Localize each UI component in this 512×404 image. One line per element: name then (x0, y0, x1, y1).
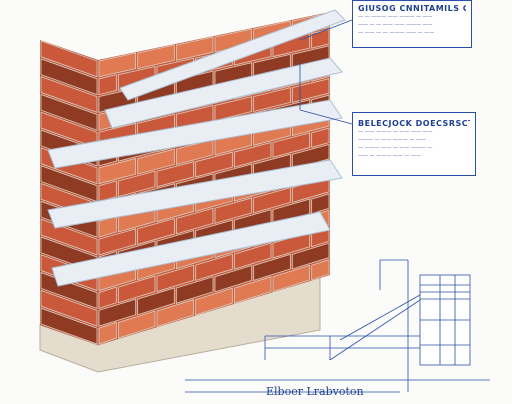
annotation-callout-middle: BELECJOCK DOECSRSCTESH — —— ——— — —— —— … (352, 112, 476, 176)
brick-side (40, 40, 98, 78)
membrane-layer-4 (47, 159, 343, 229)
callout-line: — — ——— —— ——— — —— (358, 14, 433, 20)
brick (214, 265, 253, 293)
section-detail-drawing (185, 259, 490, 393)
brick (291, 242, 330, 270)
brick (98, 321, 117, 345)
brick (137, 148, 175, 175)
callout-line: —— — ——— —— — —— (358, 153, 421, 159)
membrane-layer-5 (51, 211, 331, 287)
brick (214, 197, 253, 224)
brick (195, 151, 233, 178)
brick (98, 228, 137, 256)
brick (233, 276, 272, 304)
brick (291, 143, 330, 170)
brick (311, 193, 330, 215)
membrane-layer-1 (119, 9, 346, 101)
brick (98, 180, 117, 203)
brick (272, 264, 311, 293)
callout-title: GIUSOG CNNITAMILS CSS (358, 4, 466, 13)
brick (98, 298, 137, 327)
section-caption: Elboer Lrabvoton (266, 385, 364, 398)
brick (175, 36, 214, 61)
brick (272, 198, 311, 225)
brick (195, 287, 233, 316)
brick-side (40, 289, 98, 327)
brick (117, 310, 156, 339)
brick (233, 141, 272, 168)
brick-side (40, 271, 98, 309)
brick (195, 253, 233, 281)
brick (137, 44, 175, 70)
callout-line: — ——— —— — —— ——— — (358, 145, 433, 151)
brick (311, 259, 330, 281)
brick (98, 52, 137, 78)
callout-line: — —— — — ——— —— — —— (358, 30, 435, 36)
brick (137, 218, 175, 245)
brick-side (40, 76, 98, 114)
brick-side (40, 58, 98, 96)
brick (137, 287, 175, 316)
leader-line-2 (299, 109, 353, 125)
brick (233, 242, 272, 270)
brick (253, 187, 291, 214)
brick-side (40, 307, 98, 345)
brick (98, 157, 137, 185)
brick (311, 127, 330, 148)
callout-line: —— — — —— —— ——— —— (358, 22, 433, 28)
brick-side (40, 93, 98, 131)
brick (117, 275, 156, 304)
brick (156, 299, 195, 328)
brick (214, 96, 253, 122)
membrane-layer-2 (104, 57, 343, 129)
brick (272, 132, 311, 158)
brick (175, 207, 214, 235)
callout-line: ——— — —— ——— — —— (358, 137, 426, 143)
brick (156, 161, 195, 188)
brick (117, 170, 156, 198)
brick (253, 87, 291, 112)
brick (156, 264, 195, 293)
brick (175, 276, 214, 304)
brick (98, 74, 117, 96)
leader-line-1 (299, 19, 353, 41)
brick (253, 253, 291, 281)
callout-title: BELECJOCK DOECSRSCTESH (358, 119, 470, 128)
brick (291, 78, 330, 103)
brick (98, 286, 117, 309)
callout-line: — —— ——— — —— —— —— (358, 129, 433, 135)
annotation-callout-top: GIUSOG CNNITAMILS CSS — — ——— —— ——— — —… (352, 0, 472, 48)
membrane-layer-3 (47, 99, 343, 169)
